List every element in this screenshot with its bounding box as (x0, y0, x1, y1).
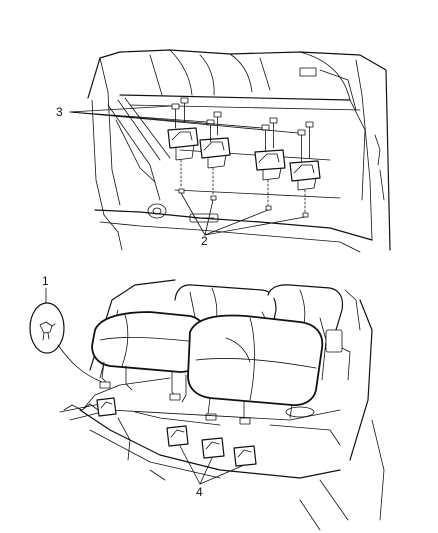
seat-legs (99, 361, 293, 425)
callout-4-leaders (179, 445, 243, 485)
floor-bracket (254, 149, 286, 181)
callout-4: 4 (196, 485, 203, 499)
rear-seat-view (29, 279, 385, 531)
callout-3: 3 (56, 105, 63, 119)
floor-brackets-view (69, 49, 391, 253)
callout-2: 2 (201, 234, 208, 248)
floor-bracket (167, 127, 199, 161)
fastener-dash-lines (180, 159, 306, 213)
bracket-bolts (171, 97, 314, 163)
floor-nuts (178, 188, 309, 218)
callout-3-leaders (69, 105, 299, 134)
callout-1: 1 (42, 274, 49, 288)
floor-anchor-brackets (96, 397, 257, 467)
floor-bracket (199, 137, 231, 169)
callout-2-leaders (180, 192, 306, 236)
floor-bracket (289, 160, 321, 191)
clip-detail-circle (29, 287, 103, 383)
